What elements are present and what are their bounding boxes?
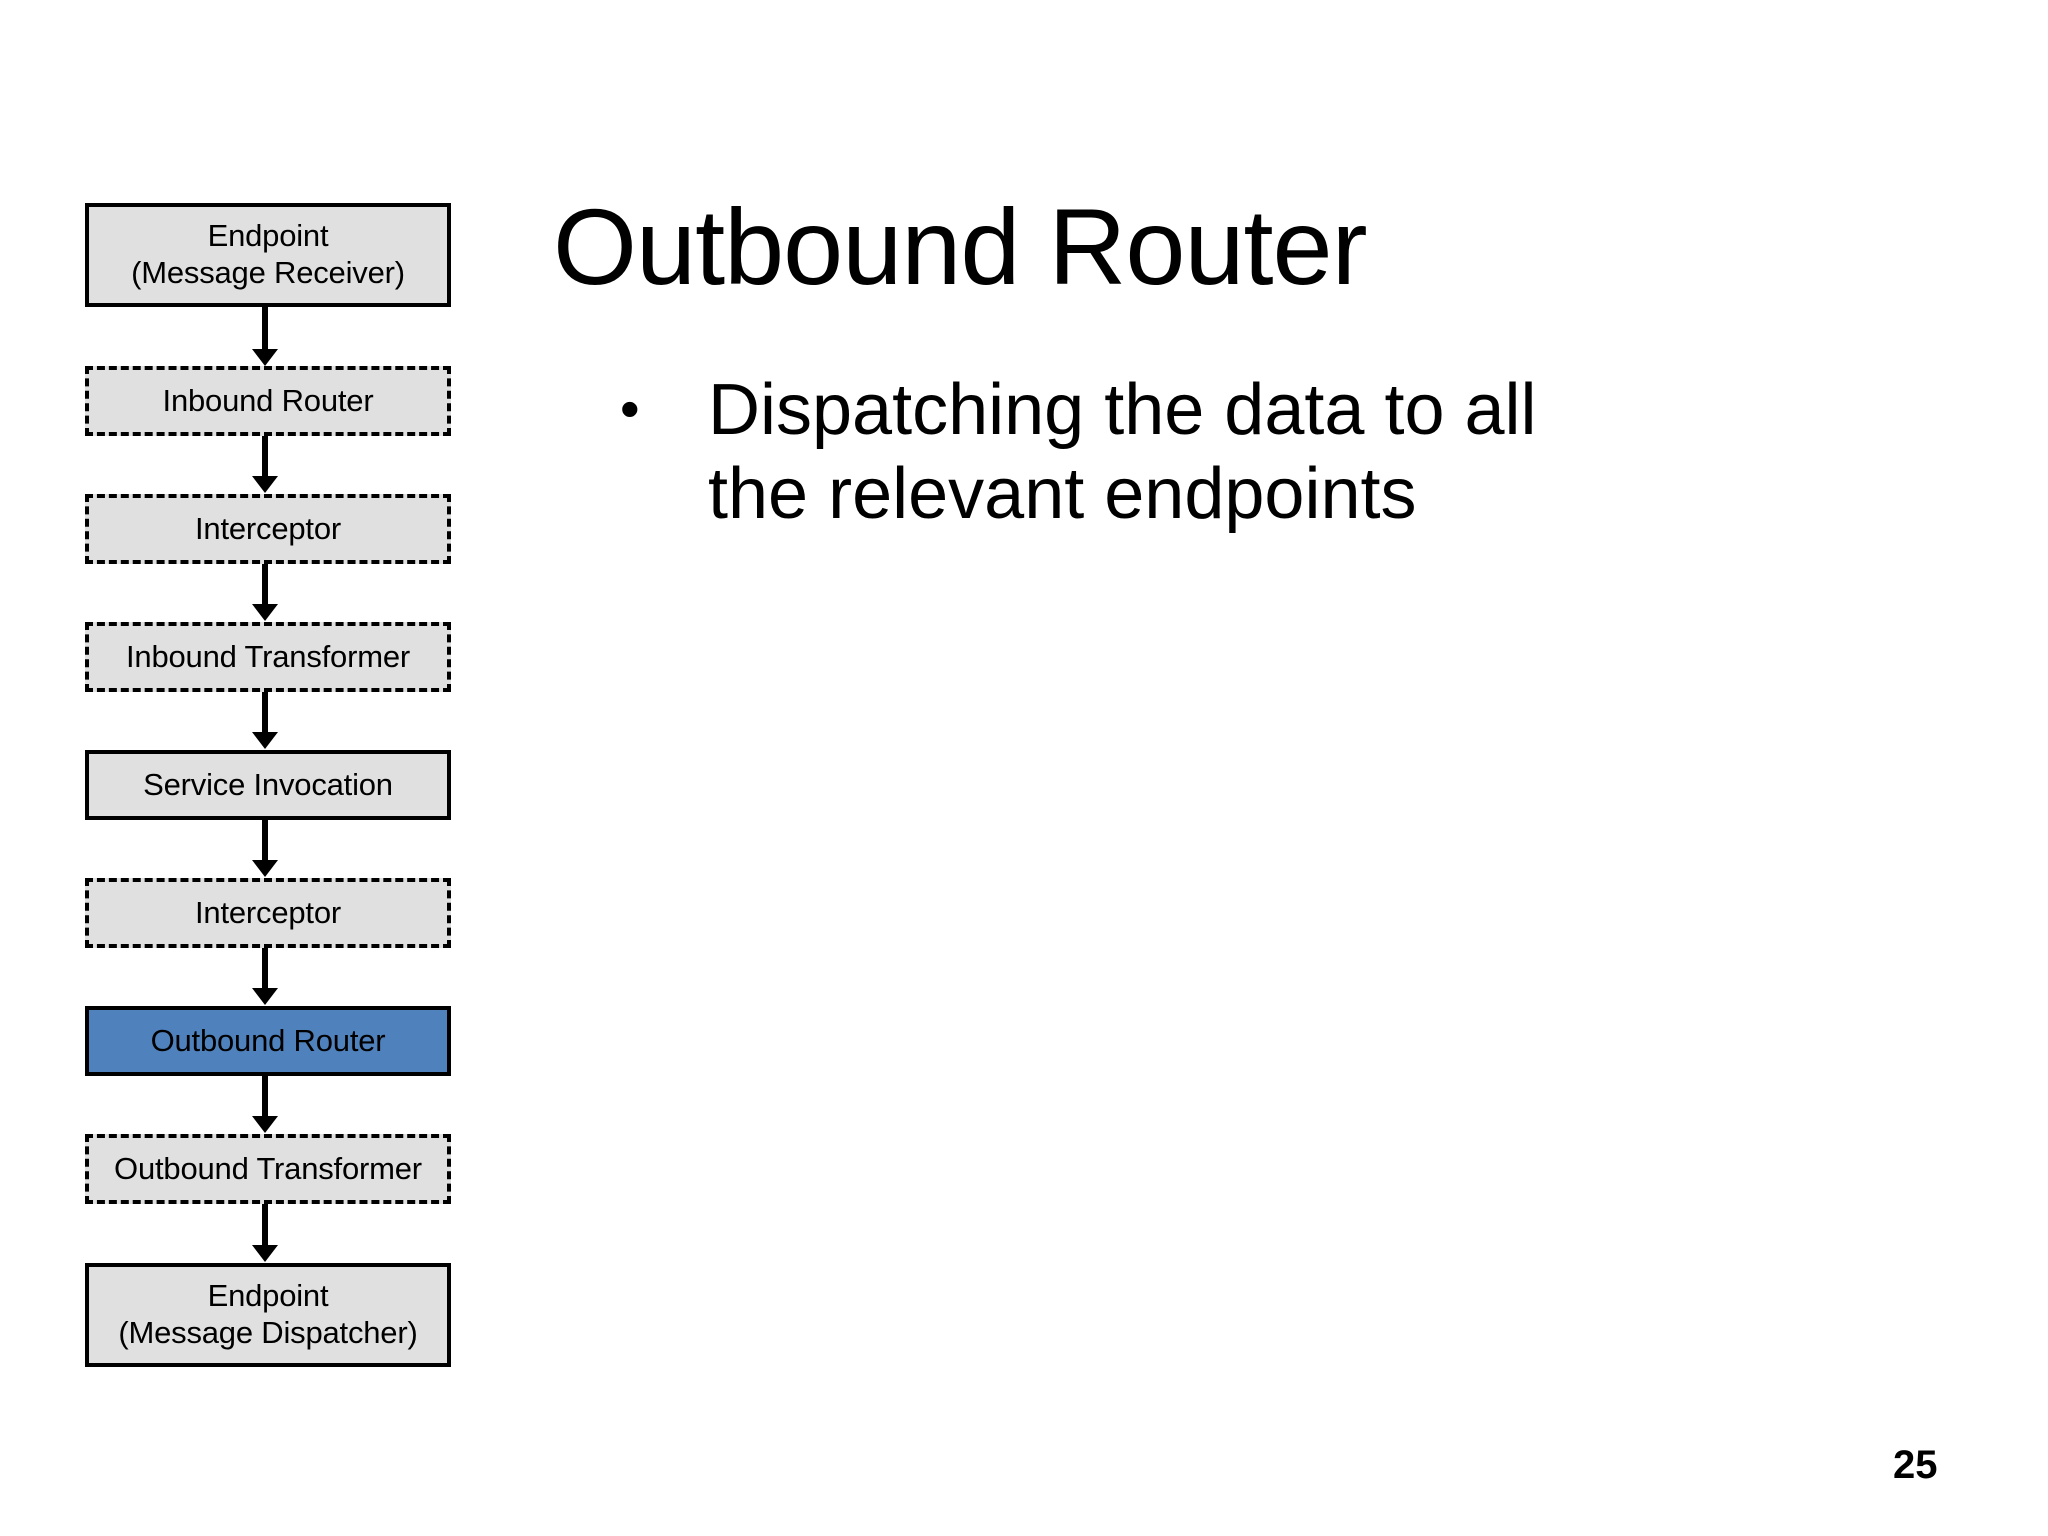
flow-node-label-line: Interceptor xyxy=(195,510,341,546)
flow-node-interceptor-outbound[interactable]: Interceptor xyxy=(85,878,451,948)
flow-arrow-down-icon xyxy=(252,307,278,366)
message-pipeline-flowchart: Endpoint (Message Receiver) Inbound Rout… xyxy=(85,195,451,1380)
flow-node-inbound-transformer[interactable]: Inbound Transformer xyxy=(85,622,451,692)
flow-node-label-line: Inbound Transformer xyxy=(126,638,410,674)
page-number: 25 xyxy=(1893,1443,1938,1487)
flow-node-endpoint-message-dispatcher[interactable]: Endpoint (Message Dispatcher) xyxy=(85,1263,451,1367)
flow-arrow-down-icon xyxy=(252,564,278,621)
flow-node-inbound-router[interactable]: Inbound Router xyxy=(85,366,451,436)
flow-arrow-down-icon xyxy=(252,436,278,493)
flow-node-label-line: (Message Dispatcher) xyxy=(118,1315,418,1350)
flow-node-label-line: Endpoint xyxy=(207,1278,329,1314)
bullet-point-icon: • xyxy=(620,377,640,440)
flow-node-label-line: Outbound Router xyxy=(150,1022,386,1058)
flow-node-label-line: (Message Receiver) xyxy=(131,255,405,290)
flow-node-label-line: Endpoint xyxy=(207,218,329,254)
flow-arrow-down-icon xyxy=(252,820,278,877)
slide-body: • Dispatching the data to all the releva… xyxy=(620,368,1540,536)
flow-arrow-down-icon xyxy=(252,692,278,749)
flow-node-label-line: Outbound Transformer xyxy=(114,1150,422,1186)
flow-node-interceptor-inbound[interactable]: Interceptor xyxy=(85,494,451,564)
flow-node-outbound-router[interactable]: Outbound Router xyxy=(85,1006,451,1076)
flow-node-service-invocation[interactable]: Service Invocation xyxy=(85,750,451,820)
flow-arrow-down-icon xyxy=(252,1076,278,1133)
flow-arrow-down-icon xyxy=(252,1204,278,1262)
flow-node-outbound-transformer[interactable]: Outbound Transformer xyxy=(85,1134,451,1204)
flow-node-endpoint-message-receiver[interactable]: Endpoint (Message Receiver) xyxy=(85,203,451,307)
flow-node-label-line: Interceptor xyxy=(195,894,341,930)
flow-node-label-line: Service Invocation xyxy=(143,766,393,802)
flow-arrow-down-icon xyxy=(252,948,278,1005)
slide-title: Outbound Router xyxy=(553,186,1368,308)
bullet-item-text: Dispatching the data to all the relevant… xyxy=(708,370,1537,535)
bullet-item: • Dispatching the data to all the releva… xyxy=(620,368,1540,536)
flow-node-label-line: Inbound Router xyxy=(162,382,374,418)
